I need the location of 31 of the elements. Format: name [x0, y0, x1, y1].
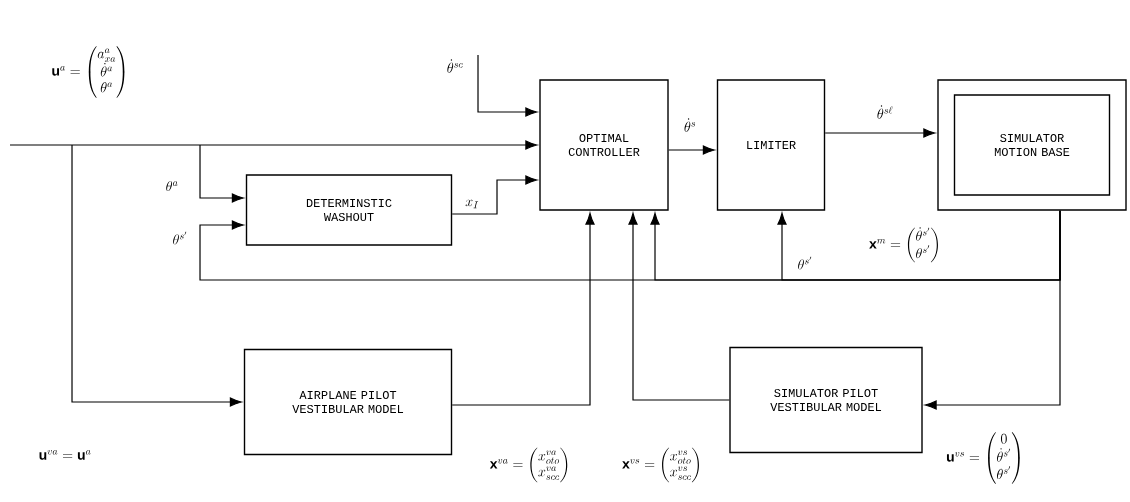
edge-label: $\theta^{s'}$	[171, 230, 189, 246]
formula-label: $\mathbf{x}^{vs} = \begin{pmatrix} x^{vs}_{oto} \\ x^{vs}_{scc} \end{pmatrix}$	[622, 447, 699, 483]
arrow	[9, 140, 538, 150]
edge-label: $\dot{\theta}^{s}$	[682, 117, 698, 133]
edge-label: $\dot{\theta}^{sc}$	[445, 58, 465, 74]
motion-base-box	[937, 79, 1127, 211]
edge-label: $x_{I}$	[464, 198, 480, 210]
formula-label: $\mathbf{u}^{a} = \begin{pmatrix} a^{a}_{xa} \\ \dot{\theta}^{a} \\ \theta^{a} \end{pmatrix}$	[52, 46, 125, 98]
controller-box: OPTIMAL CONTROLLER	[539, 79, 669, 211]
arrow	[668, 145, 715, 155]
formula-label: $\mathbf{x}^{m} = \begin{pmatrix} \dot{\theta}^{s'} \\ \theta^{s'} \end{pmatrix}$	[869, 227, 938, 263]
arrow	[451, 175, 538, 215]
arrow	[71, 144, 242, 407]
arrow	[824, 128, 936, 138]
washout-box: DETERMINSTIC WASHOUT	[245, 174, 453, 246]
formula-label: $\mathbf{u}^{va} = \mathbf{u}^{a}$	[39, 450, 91, 460]
arrow	[451, 212, 595, 406]
arrow	[199, 144, 244, 203]
formula-label: $\mathbf{u}^{vs} = \begin{pmatrix} 0 \\ \dot{\theta}^{s'} \\ \theta^{s'} \end{pmatrix}$	[946, 432, 1020, 484]
limiter-box: LIMITER	[716, 79, 826, 211]
arrow	[628, 212, 730, 401]
edge-label: $\dot{\theta}^{s\ell}$	[875, 104, 895, 120]
arrow	[924, 210, 1061, 410]
edge-label: $\theta^{a}$	[164, 180, 180, 192]
edge-label: $\theta^{s'}$	[796, 255, 814, 271]
arrow	[650, 210, 1061, 281]
formula-label: $\mathbf{x}^{va} = \begin{pmatrix} x^{va}_{oto} \\ x^{va}_{scc} \end{pmatrix}$	[489, 447, 568, 483]
model-box: SIMULATOR PILOT VESTIBULAR MODEL	[729, 346, 923, 454]
motion-base-box: SIMULATOR MOTION BASE	[953, 94, 1111, 196]
model-box: AIRPLANE PILOT VESTIBULAR MODEL	[243, 348, 453, 456]
arrow	[477, 54, 538, 117]
